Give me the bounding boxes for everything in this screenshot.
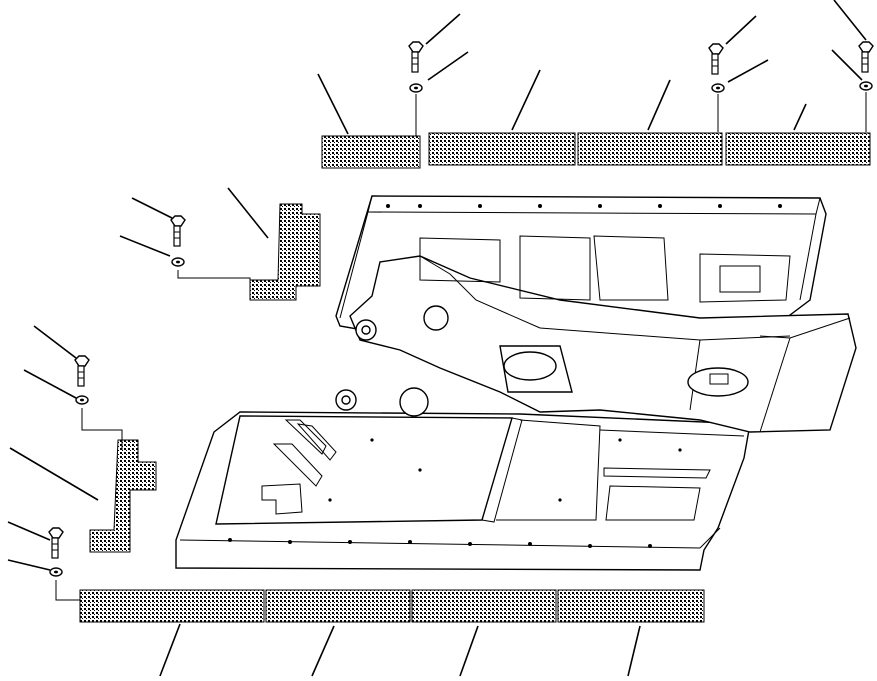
main-frame [175, 195, 857, 571]
bolt-icon [708, 43, 724, 75]
washer-icon [859, 81, 873, 91]
bolts [48, 41, 874, 559]
mat-bottom-4 [557, 589, 705, 623]
bolt-icon [170, 215, 186, 247]
washer-icon [409, 83, 423, 93]
mat-bottom-1 [79, 589, 265, 623]
side-mats [89, 203, 321, 553]
mat-top-1 [321, 135, 421, 169]
mat-bottom-2 [265, 589, 411, 623]
bolt-icon [74, 355, 90, 387]
washer-icon [49, 567, 63, 577]
mat-top-4 [725, 132, 871, 166]
bolt-icon [858, 41, 874, 73]
mat-bottom-3 [411, 589, 557, 623]
mat-top-2 [428, 132, 576, 166]
top-mats [321, 132, 871, 169]
mat-side-upper [249, 203, 321, 301]
washer-icon [711, 83, 725, 93]
connectors [55, 92, 867, 601]
cover-plate [215, 415, 513, 525]
washer-icon [171, 257, 185, 267]
mat-side-lower [89, 439, 157, 553]
bottom-mats [79, 589, 705, 623]
washers [49, 81, 873, 577]
washer-icon [75, 395, 89, 405]
leader-lines [7, 0, 867, 677]
bolt-icon [408, 41, 424, 73]
mat-top-3 [577, 132, 723, 166]
bolt-icon [48, 527, 64, 559]
